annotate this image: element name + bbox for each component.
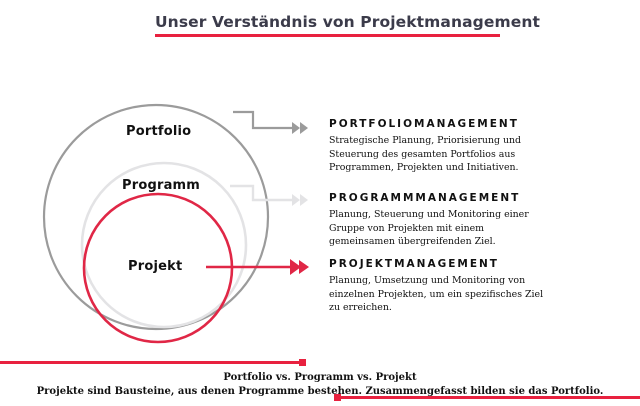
footer-text-block: Portfolio vs. Programm vs. Projekt Proje… [0, 371, 640, 399]
ring-label-portfolio: Portfolio [126, 124, 192, 139]
info-body-programmmanagement: Planung, Steuerung und Monitoring einer … [329, 209, 529, 248]
middle-circle-icon [80, 161, 248, 329]
footer-description: Projekte sind Bausteine, aus denen Progr… [36, 386, 604, 397]
info-block-portfoliomanagement: PORTFOLIOMANAGEMENT Strategische Planung… [329, 118, 629, 175]
projekt-arrow [206, 259, 309, 275]
info-body-projektmanagement: Planung, Umsetzung und Monitoring von ei… [329, 275, 544, 314]
programm-arrow [230, 184, 308, 206]
info-heading-programmmanagement: PROGRAMMMANAGEMENT [329, 192, 521, 204]
page-title-block: Unser Verständnis von Projektmanagement [155, 12, 540, 37]
info-body-portfoliomanagement: Strategische Planung, Priorisierung und … [329, 135, 522, 174]
info-heading-portfoliomanagement: PORTFOLIOMANAGEMENT [329, 118, 519, 130]
footer-caption: Portfolio vs. Programm vs. Projekt [223, 372, 417, 383]
info-block-programmmanagement: PROGRAMMMANAGEMENT Planung, Steuerung un… [329, 192, 629, 249]
outer-circle-icon [42, 103, 270, 331]
portfolio-arrow [233, 110, 308, 134]
ring-label-programm: Programm [122, 178, 201, 193]
title-underline [155, 34, 500, 37]
footer-rule-top [0, 359, 306, 366]
info-heading-projektmanagement: PROJEKTMANAGEMENT [329, 258, 499, 270]
footer-rule-bottom [334, 394, 640, 401]
ring-label-projekt: Projekt [128, 259, 183, 274]
page-title: Unser Verständnis von Projektmanagement [155, 13, 540, 31]
info-block-projektmanagement: PROJEKTMANAGEMENT Planung, Umsetzung und… [329, 258, 629, 315]
